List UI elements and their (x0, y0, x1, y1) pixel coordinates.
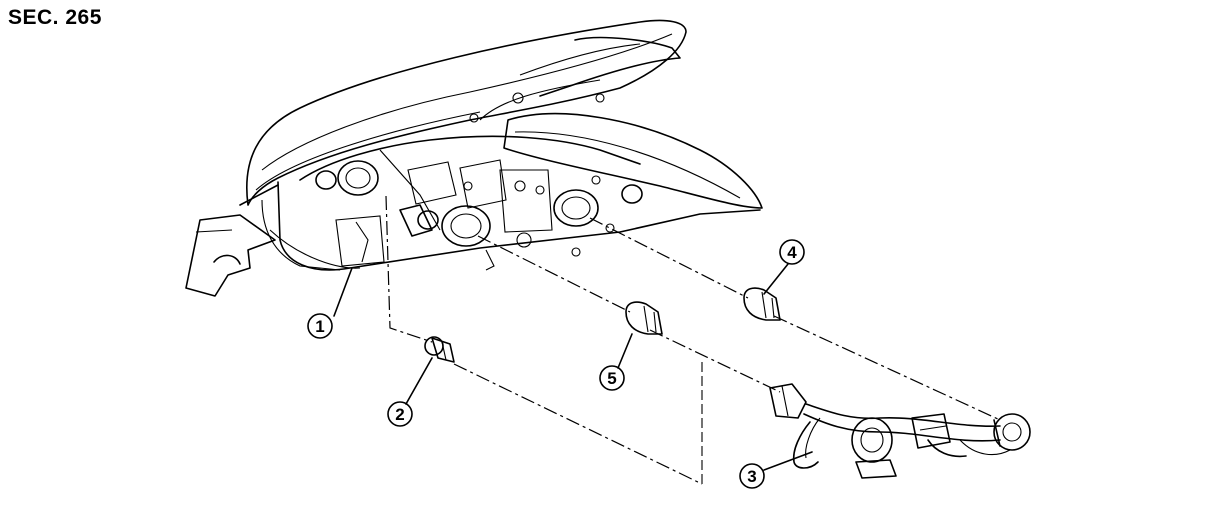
callout-4: 4 (779, 239, 805, 265)
wiring-harness-3 (769, 383, 1031, 479)
section-title: SEC. 265 (8, 6, 102, 29)
callout-4-label: 4 (787, 243, 797, 262)
callout-2: 2 (387, 401, 413, 427)
callout-3: 3 (739, 463, 765, 489)
callout-3-label: 3 (747, 467, 756, 486)
bulb-socket-5 (625, 301, 663, 335)
callout-leaders (333, 263, 813, 471)
assembly-lines (385, 195, 1001, 485)
callout-5: 5 (599, 365, 625, 391)
bulb-socket-2 (424, 336, 455, 363)
callout-1: 1 (307, 313, 333, 339)
bulb-socket-4 (743, 287, 781, 321)
callout-5-label: 5 (607, 369, 616, 388)
callout-1-label: 1 (315, 317, 324, 336)
headlamp-housing (185, 19, 763, 297)
callout-2-label: 2 (395, 405, 404, 424)
